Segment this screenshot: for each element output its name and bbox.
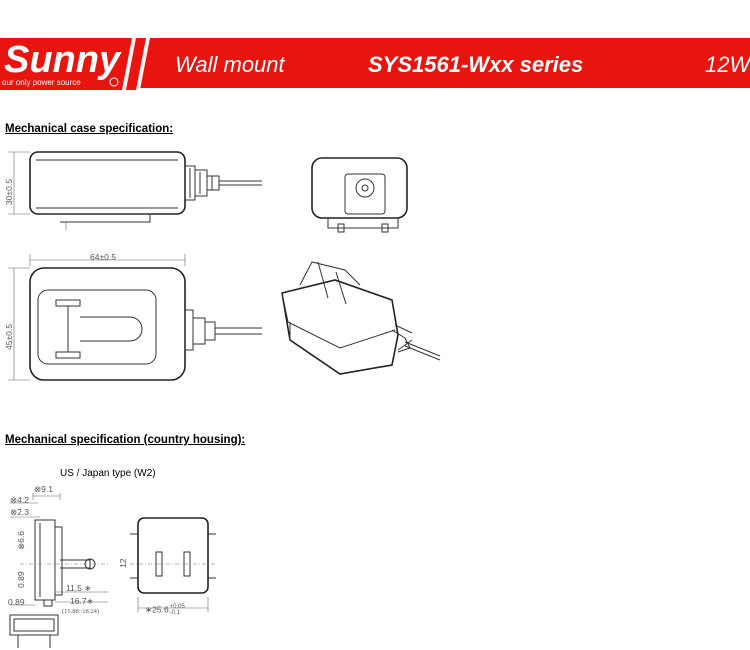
dim-25-6-value: ∗25.6	[145, 604, 169, 615]
dim-16-7: 16.7∗	[70, 596, 94, 606]
dim-16-7-range: (15.88~18.24)	[62, 608, 100, 615]
dim-width: 64±0.5	[90, 252, 116, 262]
side-view-drawing	[8, 151, 262, 230]
dim-6-6: ⊗6.6	[16, 531, 26, 550]
product-type-label: Wall mount	[175, 52, 285, 77]
us-japan-profile-drawing	[9, 493, 110, 648]
dim-12: 12	[118, 558, 128, 568]
top-view-drawing	[8, 254, 262, 381]
dim-25-6: ∗25.6+0.05-0.1	[145, 604, 185, 616]
dim-25-6-tol-lower: -0.1	[169, 610, 181, 616]
sunny-logo: Sunny our only power source	[0, 38, 150, 90]
front-view-drawing	[311, 157, 408, 233]
dim-11-5: 11.5 ∗	[66, 583, 92, 593]
dim-depth: 45±0.5	[4, 324, 14, 350]
case-spec-heading: Mechanical case specification:	[5, 123, 174, 135]
us-japan-front-drawing	[130, 517, 216, 612]
dim-2-3: ⊗2.3	[10, 507, 29, 517]
wattage-label: 12W	[705, 52, 750, 77]
dim-4-2: ⊗4.2	[10, 495, 29, 505]
dim-0-89-vertical: 0.89	[16, 571, 26, 588]
logo-tagline: our only power source	[2, 78, 81, 87]
dim-0-89-horizontal: 0.89	[8, 597, 25, 607]
us-japan-type-label: US / Japan type (W2)	[60, 468, 156, 479]
isometric-view-drawing	[281, 261, 441, 375]
dim-9-1: ⊗9.1	[34, 484, 53, 494]
series-label: SYS1561-Wxx series	[368, 52, 584, 77]
dim-height: 30±0.5	[4, 179, 14, 205]
dim-25-6-tol-upper: +0.05	[169, 604, 185, 610]
country-spec-heading: Mechanical specification (country housin…	[5, 434, 246, 446]
logo-wordmark: Sunny	[4, 39, 122, 81]
